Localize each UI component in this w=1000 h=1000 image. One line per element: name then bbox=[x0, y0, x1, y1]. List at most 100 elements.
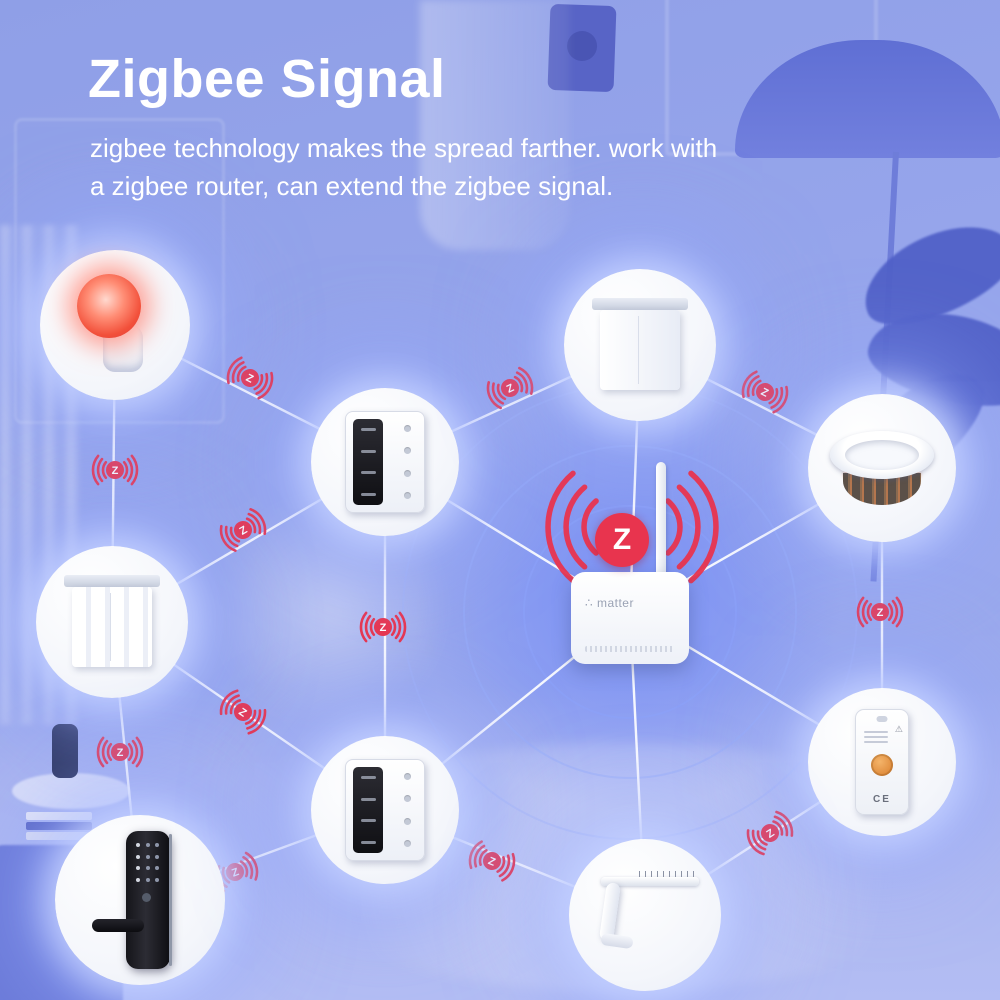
signal-wave-arcs bbox=[91, 454, 139, 486]
signal-wave-arcs bbox=[486, 366, 534, 410]
hub-signal-waves-icon bbox=[545, 470, 719, 584]
signal-wave-arcs bbox=[359, 611, 407, 643]
hub-right-waves bbox=[665, 470, 719, 584]
zigbee-signal-icon: Z bbox=[455, 830, 529, 891]
page-title: Zigbee Signal bbox=[88, 49, 446, 109]
signal-waves-icon: Z bbox=[468, 840, 516, 882]
zigbee-badge bbox=[234, 703, 252, 721]
signal-waves-icon: Z bbox=[96, 736, 144, 768]
lock-keypad bbox=[136, 843, 160, 885]
zigbee-letter: Z bbox=[486, 855, 497, 869]
signal-waves-icon: Z bbox=[741, 370, 789, 414]
scene-switch-device bbox=[345, 759, 425, 861]
zigbee-badge bbox=[871, 603, 889, 621]
zigbee-badge bbox=[226, 863, 244, 881]
zigbee-signal-icon: Z bbox=[351, 607, 415, 647]
node-curtain-switch bbox=[36, 546, 188, 698]
signal-waves-icon: Z bbox=[91, 454, 139, 486]
signal-wave-arcs bbox=[96, 736, 144, 768]
signal-wave-arcs bbox=[219, 689, 267, 735]
siren-red-dome bbox=[77, 274, 141, 338]
zigbee-badge bbox=[501, 379, 519, 397]
signal-waves-icon: Z bbox=[219, 508, 267, 552]
relay-module-device: ⚠ CE bbox=[855, 709, 909, 815]
lock-edge-strip bbox=[169, 834, 172, 966]
downlight-lens bbox=[845, 440, 919, 470]
downlight-device bbox=[827, 427, 937, 509]
ce-mark: CE bbox=[873, 794, 891, 805]
relay-button bbox=[871, 754, 893, 776]
switch-label-column bbox=[353, 767, 383, 853]
curtain-track-device bbox=[589, 869, 701, 961]
zigbee-logo: Z bbox=[595, 513, 649, 567]
zigbee-letter: Z bbox=[877, 607, 884, 619]
curtain-switch-body bbox=[72, 587, 152, 667]
relay-mount-hole bbox=[876, 716, 888, 722]
zigbee-badge bbox=[234, 521, 252, 539]
signal-waves-icon: Z bbox=[486, 366, 534, 410]
vase bbox=[52, 724, 78, 778]
zigbee-badge bbox=[761, 824, 779, 842]
hub-antenna bbox=[656, 462, 666, 576]
zigbee-signal-icon: Z bbox=[205, 497, 280, 564]
curtain-motor-device bbox=[592, 298, 688, 392]
zigbee-letter: Z bbox=[112, 465, 119, 477]
warning-icon: ⚠ bbox=[894, 724, 903, 734]
zigbee-signal-icon: Z bbox=[212, 346, 287, 411]
zigbee-letter: Z bbox=[117, 747, 124, 759]
zigbee-letter: Z bbox=[759, 386, 771, 400]
signal-wave-arcs bbox=[219, 508, 267, 552]
signal-waves-icon: Z bbox=[746, 810, 794, 856]
zigbee-signal-icon: Z bbox=[83, 450, 147, 490]
side-table bbox=[12, 773, 130, 809]
node-relay-module: ⚠ CE bbox=[808, 688, 956, 836]
switch-label-column bbox=[353, 419, 383, 505]
node-downlight bbox=[808, 394, 956, 542]
track-bracket bbox=[598, 882, 621, 942]
door-lock-device bbox=[90, 831, 190, 969]
signal-waves-icon: Z bbox=[856, 596, 904, 628]
track-foot bbox=[600, 932, 634, 950]
zigbee-badge bbox=[111, 743, 129, 761]
node-siren-alarm bbox=[40, 250, 190, 400]
hub-label-strip bbox=[585, 646, 675, 652]
signal-wave-arcs bbox=[226, 356, 274, 400]
switch-button-dots bbox=[404, 773, 411, 847]
node-curtain-track bbox=[569, 839, 721, 991]
signal-waves-icon: Z bbox=[219, 689, 267, 735]
zigbee-signal-icon: Z bbox=[727, 360, 802, 425]
zigbee-letter: Z bbox=[230, 866, 241, 880]
zigbee-badge bbox=[756, 383, 774, 401]
zigbee-letter: Z bbox=[244, 372, 256, 386]
node-door-lock bbox=[55, 815, 225, 985]
page-subtitle: zigbee technology makes the spread farth… bbox=[90, 130, 717, 205]
hub-left-waves bbox=[545, 470, 599, 584]
sheer-curtain bbox=[420, 0, 570, 250]
signal-waves-icon: Z bbox=[226, 356, 274, 400]
zigbee-signal-icon: Z bbox=[732, 799, 807, 867]
signal-wave-arcs bbox=[468, 840, 516, 882]
zigbee-letter: Z bbox=[380, 622, 387, 634]
node-scene-switch-upper bbox=[311, 388, 459, 536]
zigbee-signal-icon: Z bbox=[473, 356, 548, 419]
node-curtain-motor bbox=[564, 269, 716, 421]
track-bar bbox=[601, 877, 699, 886]
subtitle-line-2: a zigbee router, can extend the zigbee s… bbox=[90, 170, 614, 201]
zigbee-badge bbox=[483, 852, 501, 870]
zigbee-signal-icon: Z bbox=[848, 592, 912, 632]
curtain-rail bbox=[592, 298, 688, 310]
zigbee-hub: matter bbox=[571, 572, 689, 664]
scene-switch-device bbox=[345, 411, 425, 513]
switch-button-dots bbox=[404, 425, 411, 499]
siren-alarm-device bbox=[69, 274, 161, 376]
lock-keyhole bbox=[142, 893, 151, 902]
zigbee-badge bbox=[374, 618, 392, 636]
signal-wave-arcs bbox=[741, 370, 789, 414]
zigbee-badge bbox=[241, 369, 259, 387]
curtain-switch-device bbox=[64, 575, 160, 669]
curtain-rail bbox=[64, 575, 160, 587]
signal-waves-icon: Z bbox=[359, 611, 407, 643]
track-ticks bbox=[639, 871, 699, 877]
node-scene-switch-lower bbox=[311, 736, 459, 884]
